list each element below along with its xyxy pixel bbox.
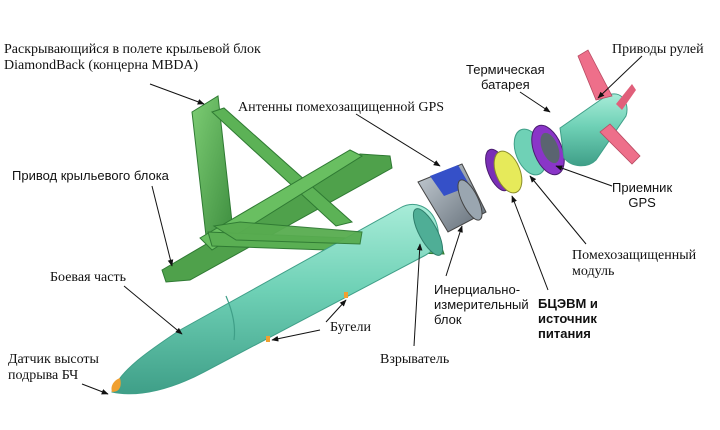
leader-altimeter xyxy=(81,383,109,395)
label-fuze: Взрыватель xyxy=(380,352,450,367)
fin-right xyxy=(616,84,636,110)
imu-module xyxy=(417,163,487,233)
body-aft-ring xyxy=(412,208,444,256)
leader-imu xyxy=(445,225,463,277)
label-rudder-actuators: Приводы рулей xyxy=(612,42,704,57)
lug-1 xyxy=(344,292,348,298)
label-gps-receiver: Приемник GPS xyxy=(612,180,673,210)
label-lugs: Бугели xyxy=(330,320,371,335)
leader-warhead xyxy=(123,285,183,335)
label-altimeter: Датчик высоты подрыва БЧ xyxy=(8,352,99,383)
leader-lugs-1 xyxy=(325,299,347,323)
label-warhead: Боевая часть xyxy=(50,270,126,285)
fin-upper xyxy=(577,49,613,101)
leader-wing-kit xyxy=(149,83,205,105)
wing-kit-rail xyxy=(161,153,393,283)
body-seam xyxy=(225,295,236,341)
label-imu: Инерциально- измерительный блок xyxy=(434,282,529,327)
nose-tip xyxy=(111,378,121,392)
leader-thermal-battery xyxy=(519,91,551,113)
label-anti-jam-module: Помехозащищенный модуль xyxy=(572,248,697,279)
wing-overlay xyxy=(212,221,363,245)
munition-body xyxy=(111,204,439,395)
label-computer-power: БЦЭВМ и источник питания xyxy=(538,296,598,341)
fin-lower xyxy=(599,123,641,165)
leader-computer xyxy=(511,195,549,291)
leader-lugs-2 xyxy=(271,329,321,342)
leader-fuze xyxy=(413,243,423,347)
label-wing-actuator: Привод крыльевого блока xyxy=(12,168,169,183)
computer-disc xyxy=(493,150,523,194)
leader-wing-actuator xyxy=(151,185,174,267)
label-thermal-battery: Термическая батарея xyxy=(466,62,545,92)
leader-rudder-actuators xyxy=(597,55,643,99)
leader-gps-antennas xyxy=(355,113,441,167)
gps-receiver-core xyxy=(540,132,560,164)
leader-anti-jam xyxy=(529,175,587,245)
lug-2 xyxy=(266,336,270,342)
label-wing-kit: Раскрывающийся в полете крыльевой блок D… xyxy=(4,42,261,73)
label-gps-antennas: Антенны помехозащищенной GPS xyxy=(238,100,445,115)
leader-gps-receiver xyxy=(555,165,613,187)
